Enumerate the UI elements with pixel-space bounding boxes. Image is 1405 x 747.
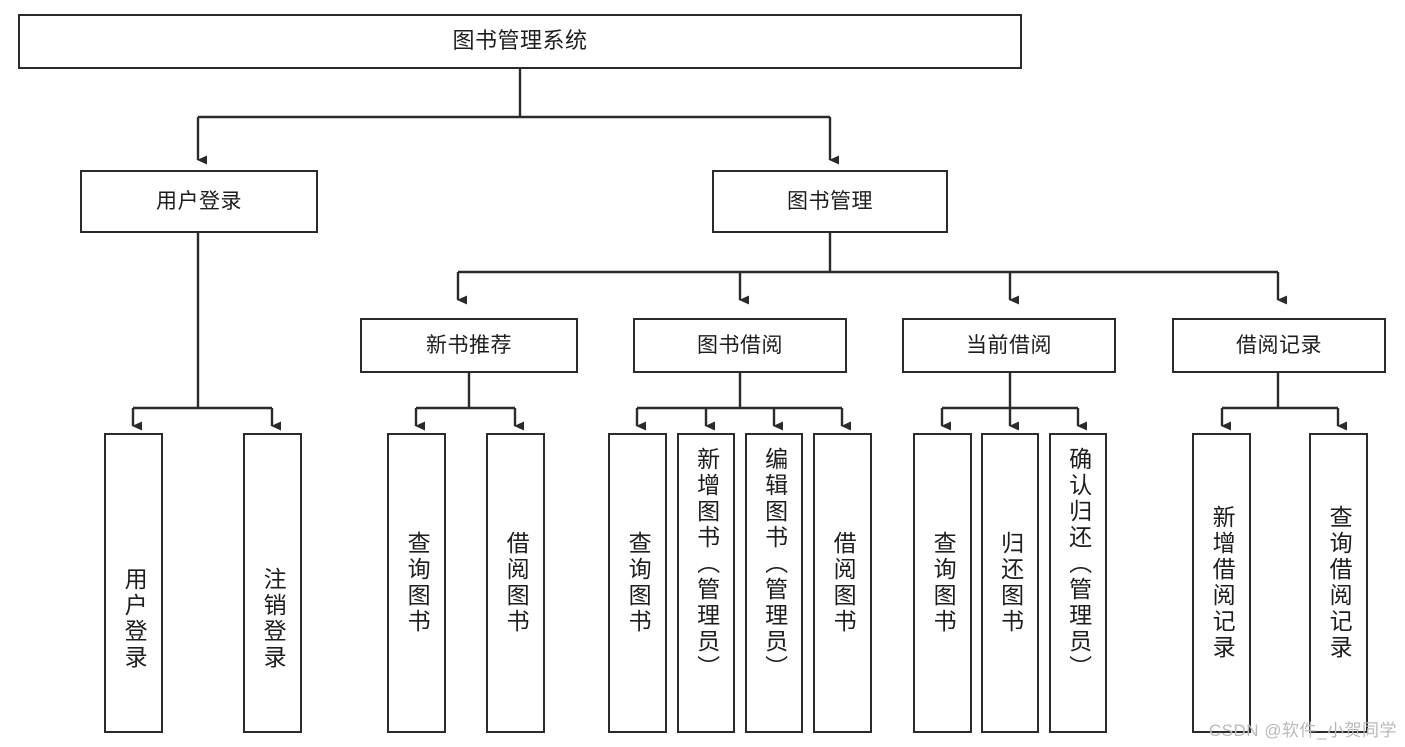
node-leaf-confirm-return-admin[interactable]: 确认归还（管理员）: [1049, 433, 1107, 733]
node-current-borrow-label: 当前借阅: [966, 333, 1052, 357]
node-leaf-query-book-recommend-label: 查询图书: [404, 531, 431, 635]
node-leaf-query-borrow-record-label: 查询借阅记录: [1326, 505, 1353, 661]
node-leaf-add-book-admin[interactable]: 新增图书（管理员）: [677, 433, 735, 733]
node-user-login[interactable]: 用户登录: [80, 170, 318, 233]
node-leaf-edit-book-admin[interactable]: 编辑图书（管理员）: [745, 433, 803, 733]
node-new-book-recommend-label: 新书推荐: [426, 333, 512, 357]
node-user-login-label: 用户登录: [156, 189, 242, 213]
node-leaf-add-borrow-record[interactable]: 新增借阅记录: [1192, 433, 1251, 733]
node-leaf-query-borrow-record[interactable]: 查询借阅记录: [1309, 433, 1368, 733]
node-leaf-query-book-borrow[interactable]: 查询图书: [608, 433, 667, 733]
node-leaf-return-book-label: 归还图书: [997, 531, 1024, 635]
node-leaf-query-book-borrow-label: 查询图书: [625, 531, 652, 635]
node-leaf-borrow-book-label: 借阅图书: [830, 531, 857, 635]
node-leaf-logout-label: 注销登录: [260, 567, 287, 671]
node-book-manage[interactable]: 图书管理: [712, 170, 948, 233]
node-borrow-record-label: 借阅记录: [1236, 333, 1322, 357]
node-book-borrow-label: 图书借阅: [697, 333, 783, 357]
node-book-manage-label: 图书管理: [787, 189, 873, 213]
node-new-book-recommend[interactable]: 新书推荐: [360, 318, 578, 373]
node-leaf-borrow-book-recommend[interactable]: 借阅图书: [486, 433, 545, 733]
node-leaf-query-book-current-label: 查询图书: [930, 531, 957, 635]
node-leaf-borrow-book[interactable]: 借阅图书: [813, 433, 872, 733]
node-leaf-user-login-label: 用户登录: [121, 567, 148, 671]
node-leaf-return-book[interactable]: 归还图书: [981, 433, 1039, 733]
node-book-borrow[interactable]: 图书借阅: [633, 318, 847, 373]
node-leaf-query-book-current[interactable]: 查询图书: [913, 433, 972, 733]
node-borrow-record[interactable]: 借阅记录: [1172, 318, 1386, 373]
node-leaf-add-borrow-record-label: 新增借阅记录: [1209, 505, 1236, 661]
node-leaf-add-book-admin-label: 新增图书（管理员）: [693, 447, 720, 681]
node-leaf-borrow-book-recommend-label: 借阅图书: [503, 531, 530, 635]
node-leaf-confirm-return-admin-label: 确认归还（管理员）: [1065, 447, 1092, 681]
node-leaf-query-book-recommend[interactable]: 查询图书: [387, 433, 446, 733]
node-leaf-logout[interactable]: 注销登录: [243, 433, 302, 733]
node-leaf-edit-book-admin-label: 编辑图书（管理员）: [761, 447, 788, 681]
node-root-system[interactable]: 图书管理系统: [18, 14, 1022, 69]
node-leaf-user-login[interactable]: 用户登录: [104, 433, 163, 733]
csdn-watermark: CSDN @软件_小贺同学: [1208, 721, 1397, 740]
node-current-borrow[interactable]: 当前借阅: [902, 318, 1116, 373]
node-root-system-label: 图书管理系统: [452, 28, 588, 54]
